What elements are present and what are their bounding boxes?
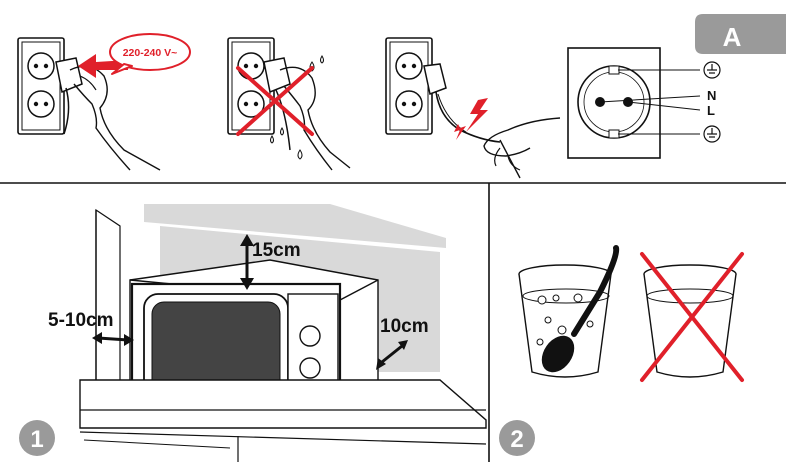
side-wall xyxy=(95,208,121,393)
power-plug-icon xyxy=(55,57,83,135)
prohibited-cross-icon xyxy=(236,66,314,136)
section-tab: A xyxy=(695,14,786,54)
overhead-shelf xyxy=(144,204,446,248)
water-drop-icon xyxy=(297,149,303,160)
prohibited-cross-icon xyxy=(640,252,744,382)
step-one-number: 1 xyxy=(30,426,43,453)
step-two-badge: 2 xyxy=(499,420,535,456)
side-clearance-label: 5-10cm xyxy=(48,310,114,331)
installation-clearance-illustration: 15cm 5-10cm 10cm xyxy=(48,204,487,462)
hand-icon xyxy=(69,65,161,171)
wet-hands-illustration xyxy=(227,37,351,171)
lightning-icon xyxy=(454,98,488,140)
ground-symbol-icon xyxy=(703,125,721,143)
utensil-in-liquid-illustration xyxy=(518,245,744,382)
spoon-icon xyxy=(541,245,620,373)
water-drop-icon xyxy=(280,127,284,136)
power-plug-icon xyxy=(263,57,291,151)
countertop xyxy=(79,379,487,429)
step-two-number: 2 xyxy=(510,426,523,453)
glass-icon xyxy=(518,264,612,378)
hand-icon xyxy=(279,66,351,171)
top-clearance-arrow-icon xyxy=(240,234,254,290)
pull-cord-illustration xyxy=(385,37,561,179)
socket-recess xyxy=(577,65,651,139)
neutral-label: N xyxy=(707,88,716,103)
ground-symbol-icon xyxy=(703,61,721,79)
back-clearance-arrow-icon xyxy=(376,340,408,370)
wall-socket-icon xyxy=(227,37,275,135)
step-one-badge: 1 xyxy=(19,420,55,456)
plug-in-illustration: 220-240 V~ xyxy=(17,33,191,171)
wall-socket-icon xyxy=(17,37,65,135)
water-drop-icon xyxy=(270,135,274,144)
water-drop-icon xyxy=(320,55,324,64)
section-tab-label: A xyxy=(723,22,742,52)
voltage-label: 220-240 V~ xyxy=(123,47,178,59)
push-arrow-icon xyxy=(78,54,128,78)
hand-icon xyxy=(483,117,561,179)
side-clearance-arrow-icon xyxy=(92,332,134,346)
back-clearance-label: 10cm xyxy=(380,316,429,337)
voltage-bubble: 220-240 V~ xyxy=(109,33,191,75)
wall-socket-icon xyxy=(385,37,433,135)
earthed-socket-diagram: N L xyxy=(567,47,721,159)
top-clearance-label: 15cm xyxy=(252,240,301,261)
live-label: L xyxy=(707,103,715,118)
